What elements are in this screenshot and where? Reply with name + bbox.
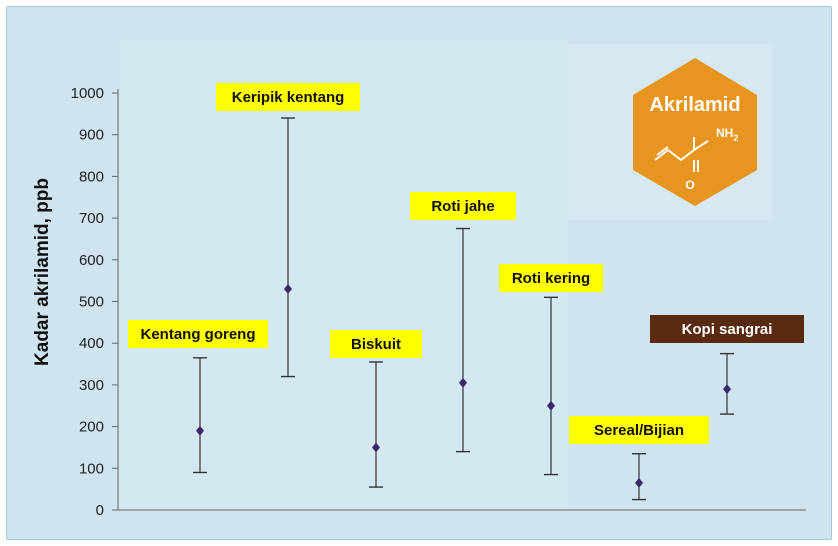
y-tick-label: 1000	[71, 85, 104, 102]
y-tick-label: 500	[79, 294, 104, 311]
y-tick-label: 700	[79, 210, 104, 227]
y-axis-label: Kadar akrilamid, ppb	[32, 178, 53, 366]
amide-bond-icon	[693, 140, 709, 151]
mean-marker	[372, 442, 380, 453]
mean-marker	[459, 377, 467, 388]
y-tick-label: 100	[79, 460, 104, 477]
logo-title: Akrilamid	[649, 94, 740, 116]
y-tick-label: 300	[79, 377, 104, 394]
y-ticks: 0 100 200 300 400 500 600 700 800 900 1000	[71, 85, 118, 519]
error-bars	[193, 117, 734, 501]
category-label-box	[128, 320, 268, 348]
mean-marker	[196, 425, 204, 436]
y-tick-label: 600	[79, 252, 104, 269]
molecule-bond-icon	[654, 137, 695, 162]
category-label: Sereal/Bijian	[594, 422, 684, 439]
y-tick-label: 900	[79, 127, 104, 144]
mean-markers	[196, 283, 731, 488]
y-tick-label: 0	[96, 502, 104, 519]
category-label: Roti kering	[512, 270, 590, 287]
double-bond-icon	[656, 146, 669, 156]
category-label: Keripik kentang	[232, 89, 345, 106]
category-label-box	[330, 330, 422, 358]
category-label-box	[569, 416, 709, 444]
category-label-box	[216, 83, 360, 111]
axes	[117, 89, 806, 511]
mean-marker	[547, 400, 555, 411]
category-label: Roti jahe	[431, 198, 494, 215]
logo-oxygen: O	[685, 178, 694, 192]
mean-marker	[635, 477, 643, 488]
mean-marker	[284, 283, 292, 294]
category-label-box	[410, 192, 516, 220]
acrylamide-logo: Akrilamid NH2 O	[568, 44, 772, 220]
mean-marker	[723, 384, 731, 395]
category-label: Kopi sangrai	[682, 321, 773, 338]
plot-panel	[120, 40, 568, 510]
hexagon-icon	[633, 58, 757, 206]
logo-group: NH2	[716, 126, 738, 143]
y-tick-label: 800	[79, 168, 104, 185]
category-label-box	[650, 315, 804, 343]
y-tick-label: 400	[79, 335, 104, 352]
category-label: Biskuit	[351, 336, 401, 353]
category-label-box	[499, 264, 603, 292]
y-tick-label: 200	[79, 419, 104, 436]
category-label: Kentang goreng	[141, 326, 256, 343]
